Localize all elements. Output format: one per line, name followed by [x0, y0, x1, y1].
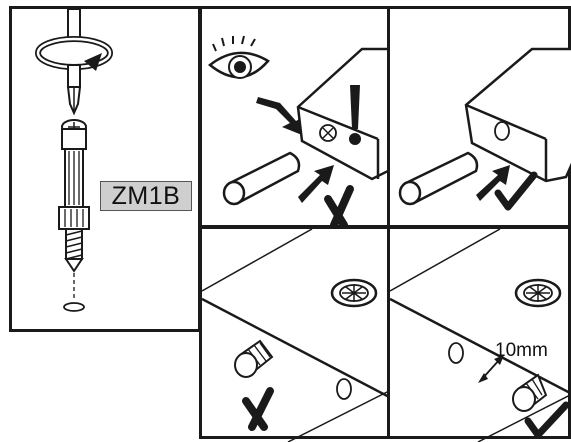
screwdriver-shaft [67, 9, 81, 40]
dowel [222, 151, 301, 206]
insert-right-diagram [390, 229, 571, 442]
dowel [398, 151, 479, 206]
distance-label: 10mm [495, 340, 548, 361]
drill-hole [336, 378, 352, 400]
drill-hole [448, 342, 464, 364]
cross-icon [242, 387, 274, 431]
dowel [512, 373, 548, 412]
drill-hole [63, 302, 85, 312]
rotate-arrowhead-icon [84, 53, 102, 71]
insert-arrow-icon [476, 165, 510, 201]
panel-inspect-right [387, 6, 571, 228]
insert-arrow-icon [298, 165, 334, 203]
inspect-right-diagram [398, 47, 571, 211]
model-label: ZM1B [100, 181, 192, 211]
dowel [234, 339, 274, 378]
board-edge [202, 297, 393, 401]
panel-insert-right [387, 226, 571, 442]
look-arrow-icon [256, 97, 306, 135]
panel-tool: ZM1B [9, 6, 201, 332]
board [464, 47, 571, 183]
check-icon [524, 401, 570, 439]
panel-insert-wrong [199, 226, 393, 442]
drill-hole [494, 121, 510, 141]
cam-lock-icon [330, 278, 378, 308]
check-icon [494, 171, 538, 211]
screwdriver-diagram [35, 9, 113, 312]
inspect-wrong-diagram [207, 35, 393, 229]
board-edge [390, 297, 571, 395]
cross-icon [324, 185, 354, 229]
cam-lock-icon [514, 278, 562, 308]
insert-wrong-diagram [202, 229, 393, 442]
distance-arrow-icon [478, 355, 504, 383]
eye-icon [207, 35, 270, 79]
panel-inspect-wrong [199, 6, 393, 229]
warning-icon [350, 85, 360, 129]
